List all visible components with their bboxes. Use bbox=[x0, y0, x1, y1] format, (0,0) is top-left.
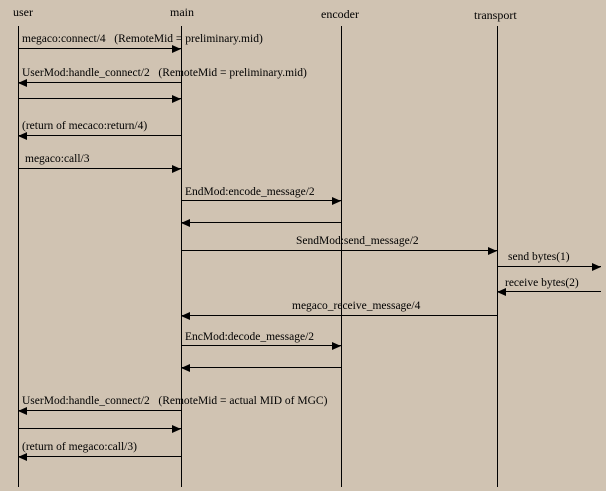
lifeline-line-user bbox=[18, 26, 19, 487]
msg-decode-message-arrow bbox=[181, 341, 341, 350]
lifeline-label-main: main bbox=[170, 5, 194, 19]
msg-return-handle-connect2-arrow bbox=[18, 424, 181, 433]
msg-send-message-arrow bbox=[181, 246, 497, 255]
msg-send-bytes-arrow bbox=[497, 262, 601, 271]
lifeline-line-main bbox=[181, 26, 182, 487]
msg-handle-connect-prelim-arrow bbox=[18, 78, 181, 87]
lifeline-line-encoder bbox=[341, 26, 342, 487]
msg-encode-message-arrow bbox=[181, 196, 341, 205]
msg-send-bytes-label: send bytes(1) bbox=[508, 251, 570, 263]
lifeline-label-transport: transport bbox=[474, 8, 517, 22]
msg-return-connect-label: (return of mecaco:return/4) bbox=[22, 120, 148, 132]
msg-encode-message-label: EndMod:encode_message/2 bbox=[185, 186, 315, 198]
msg-receive-message-label: megaco_receive_message/4 bbox=[292, 300, 421, 312]
msg-megaco-call-arrow bbox=[18, 164, 181, 173]
msg-megaco-connect-label: megaco:connect/4 (RemoteMid = preliminar… bbox=[22, 33, 263, 45]
msg-send-message-label: SendMod:send_message/2 bbox=[296, 235, 419, 247]
msg-receive-bytes-arrow bbox=[497, 287, 601, 296]
lifeline-label-encoder: encoder bbox=[321, 7, 359, 21]
msg-receive-message-arrow bbox=[181, 311, 497, 320]
msg-receive-bytes-label: receive bytes(2) bbox=[505, 277, 579, 289]
lifeline-label-user: user bbox=[13, 5, 33, 19]
msg-decode-message-label: EncMod:decode_message/2 bbox=[185, 331, 315, 343]
msg-return-encode-arrow bbox=[181, 218, 341, 227]
msg-return-call-label: (return of megaco:call/3) bbox=[22, 441, 137, 453]
msg-handle-connect-prelim-label: UserMod:handle_connect/2 (RemoteMid = pr… bbox=[22, 67, 307, 79]
msg-return-decode-arrow bbox=[181, 363, 341, 372]
msg-handle-connect-actual-label: UserMod:handle_connect/2 (RemoteMid = ac… bbox=[22, 395, 328, 407]
msg-return-connect-arrow bbox=[18, 131, 181, 140]
msg-handle-connect-actual-arrow bbox=[18, 406, 181, 415]
msg-megaco-connect-arrow bbox=[18, 44, 181, 53]
msg-return-handle-connect-arrow bbox=[18, 94, 181, 103]
msg-megaco-call-label: megaco:call/3 bbox=[25, 153, 90, 165]
msg-return-call-arrow bbox=[18, 452, 181, 461]
lifeline-line-transport bbox=[497, 26, 498, 487]
